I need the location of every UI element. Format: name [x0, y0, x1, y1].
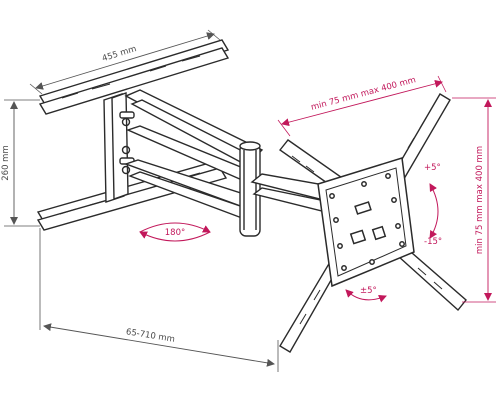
rotation-angle-label: ±5° — [360, 286, 377, 296]
swivel-angle-label: 180° — [165, 228, 185, 238]
vesa-vertical-label: min 75 mm max 400 mm — [475, 146, 485, 254]
dimension-label-260: 260 mm — [1, 145, 11, 181]
elbow-joint — [239, 141, 261, 237]
tilt-down-label: -15° — [424, 237, 442, 247]
vesa-horizontal-label: min 75 mm max 400 mm — [310, 75, 417, 113]
swivel-indicator: 180° — [139, 222, 211, 242]
wall-bracket-vertical — [103, 92, 135, 203]
rotation-indicator: ±5° — [345, 286, 387, 303]
tilt-indicator: +5° -15° — [424, 163, 442, 247]
dimension-plate-height: 260 mm — [1, 99, 40, 227]
vesa-arm-bottom-right — [397, 244, 467, 312]
forearm — [250, 173, 331, 213]
dimension-label-65-710: 65-710 mm — [125, 327, 175, 345]
dimension-vesa-vertical: min 75 mm max 400 mm — [452, 97, 496, 303]
vesa-arm-bottom-left — [279, 260, 339, 353]
dimension-arm-extension: 65-710 mm — [39, 228, 279, 372]
dimension-label-455: 455 mm — [101, 44, 138, 64]
tilt-up-label: +5° — [424, 163, 441, 173]
vesa-center-plate — [317, 157, 415, 288]
